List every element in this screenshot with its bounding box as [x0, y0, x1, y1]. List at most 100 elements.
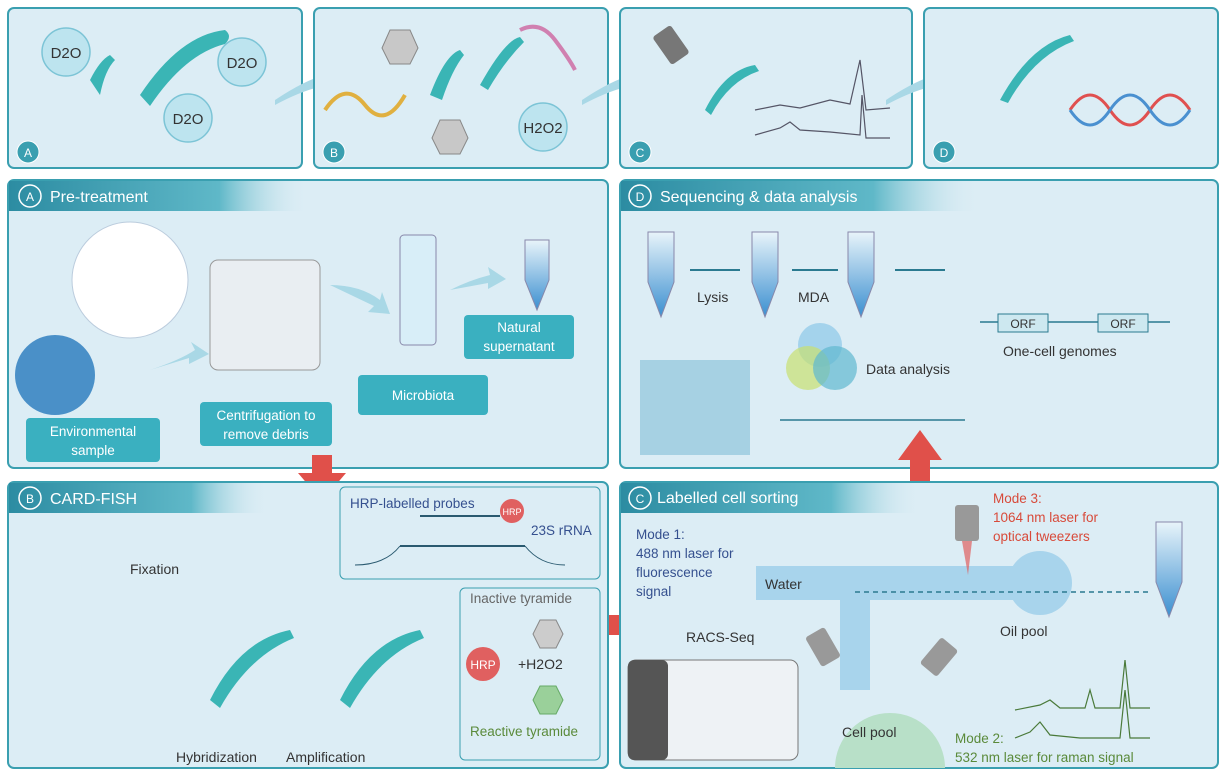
panel-letter: B [330, 146, 338, 160]
h2o2-label: +H2O2 [518, 656, 563, 672]
cell-pool-label: Cell pool [842, 724, 896, 740]
top-panel-c: C [619, 7, 913, 169]
mda-label: MDA [798, 289, 830, 305]
svg-text:Mode 1:: Mode 1: [636, 527, 685, 542]
lysis-label: Lysis [697, 289, 728, 305]
svg-text:supernatant: supernatant [483, 339, 555, 354]
hybridization-label: Hybridization [176, 749, 257, 765]
mode1-label: Mode 1: 488 nm laser for fluorescence si… [636, 527, 734, 599]
heatmap-icon [640, 360, 750, 455]
svg-text:optical tweezers: optical tweezers [993, 529, 1090, 544]
reactive-tyramide-label: Reactive tyramide [470, 724, 578, 739]
panel-title: CARD-FISH [50, 491, 137, 508]
pretreatment-panel: A Pre-treatment Environmental sample Cen… [7, 179, 609, 469]
svg-text:sample: sample [71, 443, 115, 458]
molecule-label: H2O2 [523, 120, 562, 137]
sequencing-panel: D Sequencing & data analysis Lysis MDA D… [619, 179, 1219, 469]
hrp-enzyme-icon [500, 499, 524, 523]
probe-icon [519, 24, 577, 71]
tube-icon [524, 239, 550, 312]
bacterium-icon [90, 55, 115, 95]
tyramide-icon [381, 29, 419, 65]
mode2-label: Mode 2: 532 nm laser for raman signal [955, 731, 1134, 765]
orf-label: ORF [1110, 317, 1135, 331]
molecule-label: D2O [227, 55, 258, 72]
red-flow-arrow-icon [298, 455, 346, 501]
cell-pool [835, 713, 945, 768]
tube-icon [647, 231, 675, 319]
top-panel-a: D2O D2O D2O A [7, 7, 303, 169]
inactive-tyramide-label: Inactive tyramide [470, 591, 572, 606]
svg-text:HRP: HRP [502, 507, 521, 517]
panel-letter: A [24, 146, 32, 160]
top-panel-b: H2O2 B [313, 7, 609, 169]
raman-spectrum [1014, 689, 1150, 739]
svg-text:Microbiota: Microbiota [392, 388, 455, 403]
mode3-label: Mode 3: 1064 nm laser for optical tweeze… [993, 491, 1099, 544]
tube-icon [847, 231, 875, 319]
oil-pool [1008, 551, 1072, 615]
raman-spectrum [1014, 659, 1150, 711]
one-cell-genomes-label: One-cell genomes [1003, 343, 1117, 359]
microfluidic-channel [756, 566, 1056, 690]
flow-arrow-icon [886, 65, 952, 105]
panel-letter: C [636, 492, 645, 506]
racs-seq-label: RACS-Seq [686, 629, 754, 645]
cardfish-panel: B CARD-FISH Fixation Hybridization Ampli… [7, 481, 609, 769]
earth-icon [15, 335, 95, 415]
centrifuge-icon [209, 259, 321, 371]
tyramide-icon [431, 119, 469, 155]
data-analysis-label: Data analysis [866, 361, 950, 377]
microbiota-label: Microbiota [358, 375, 488, 415]
panel-letter: B [26, 492, 34, 506]
panel-letter: D [636, 190, 645, 204]
panel-title: Sequencing & data analysis [660, 189, 857, 206]
svg-text:488 nm laser for: 488 nm laser for [636, 546, 734, 561]
centrifugation-label: Centrifugation to remove debris [200, 402, 332, 446]
svg-text:Mode 2:: Mode 2: [955, 731, 1004, 746]
natural-supernatant-label: Natural supernatant [464, 315, 574, 359]
tube-icon [751, 231, 779, 319]
amplification-label: Amplification [286, 749, 365, 765]
environmental-sample-label: Environmental sample [26, 418, 160, 462]
flow-arrow-icon [275, 65, 341, 105]
svg-text:remove debris: remove debris [223, 427, 309, 442]
panel-letter: D [940, 146, 949, 160]
svg-text:fluorescence: fluorescence [636, 565, 713, 580]
objective-lens-icon [920, 638, 958, 676]
molecule-label: D2O [173, 111, 204, 128]
panel-letter: A [26, 190, 34, 204]
svg-text:1064 nm laser for: 1064 nm laser for [993, 510, 1099, 525]
water-label: Water [765, 576, 802, 592]
bacterium-icon [140, 30, 229, 106]
svg-text:signal: signal [636, 584, 671, 599]
tyramide-inset [459, 587, 601, 761]
falcon-tube-icon [399, 234, 437, 346]
svg-text:HRP: HRP [470, 658, 495, 672]
fixation-label: Fixation [130, 561, 179, 577]
red-flow-arrow-icon [898, 430, 942, 500]
collection-tube-icon [1155, 521, 1183, 619]
objective-lens-icon [653, 25, 689, 65]
raman-spectrum [754, 94, 890, 139]
microbe-sample-icon [71, 221, 189, 339]
panel-title: Pre-treatment [50, 189, 148, 206]
panel-letter: C [636, 146, 645, 160]
dna-helix-icon [1068, 93, 1192, 127]
flow-arrow-icon [582, 65, 648, 105]
objective-lens-icon [806, 627, 840, 667]
rrna-label: 23S rRNA [531, 523, 592, 538]
probe-icon [323, 91, 407, 118]
svg-text:Mode 3:: Mode 3: [993, 491, 1042, 506]
sorting-panel: C Labelled cell sorting Mode 1: 488 nm l… [619, 481, 1219, 769]
svg-text:532 nm laser for raman signal: 532 nm laser for raman signal [955, 750, 1134, 765]
top-panel-d: D [923, 7, 1219, 169]
raman-spectrum [754, 59, 891, 111]
molecule-label: D2O [51, 45, 82, 62]
svg-text:Centrifugation to: Centrifugation to [216, 408, 315, 423]
svg-text:Environmental: Environmental [50, 424, 136, 439]
svg-text:Natural: Natural [497, 320, 541, 335]
oil-pool-label: Oil pool [1000, 623, 1047, 639]
